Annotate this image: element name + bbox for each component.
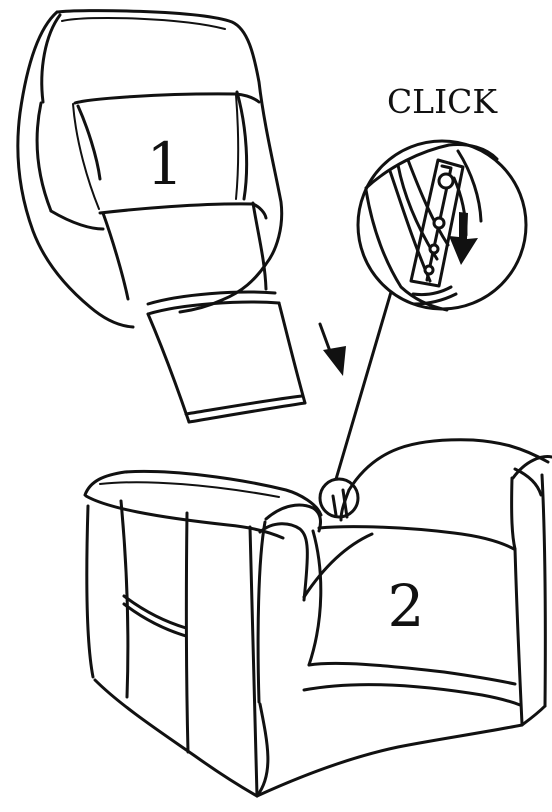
click-detail-callout xyxy=(358,141,526,310)
backrest-part xyxy=(18,11,305,422)
insert-direction-arrow-icon xyxy=(320,324,346,376)
seat-base-number-label: 2 xyxy=(388,572,425,640)
click-callout-text: CLICK xyxy=(387,82,498,121)
seat-base-part xyxy=(85,440,552,796)
backrest-number-label: 1 xyxy=(147,130,184,198)
